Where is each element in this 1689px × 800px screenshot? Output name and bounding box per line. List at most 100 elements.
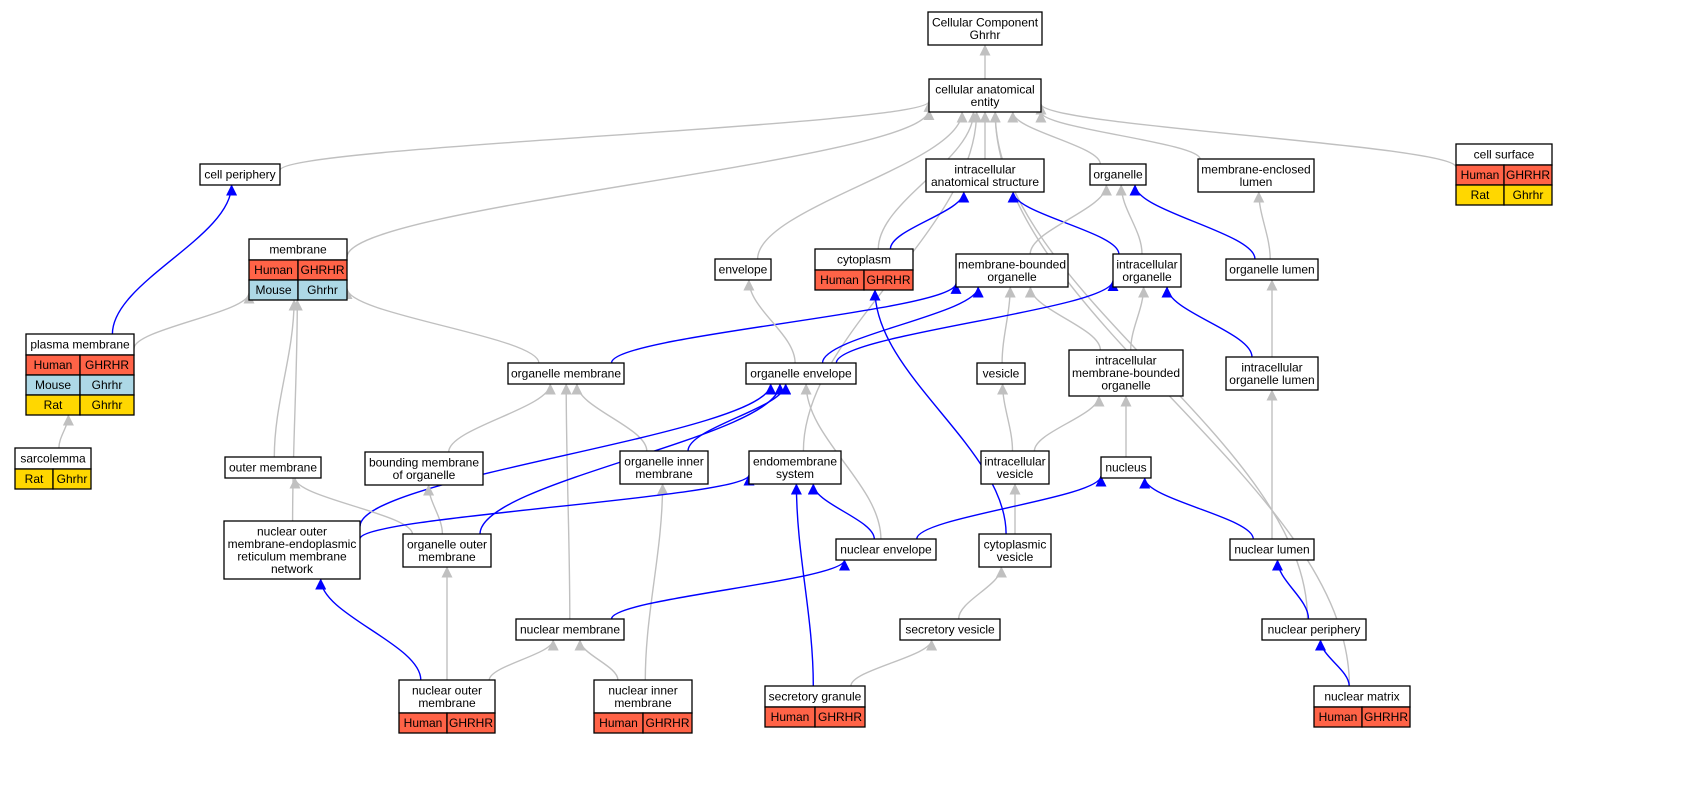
node-label-line: intracellular xyxy=(984,454,1045,468)
edge-nomer-to-endo xyxy=(359,474,755,540)
rat-gene-cell xyxy=(79,394,135,416)
node-label-line: organelle lumen xyxy=(1229,263,1314,277)
node-label-line: organelle membrane xyxy=(511,367,621,381)
node-organelle-membrane[interactable]: organelle membrane xyxy=(507,362,625,385)
edge-nom-to-nomer xyxy=(315,578,422,681)
edge-io-to-organelle xyxy=(1115,184,1143,255)
node-envelope[interactable]: envelope xyxy=(714,258,772,281)
edge-ne-to-oe xyxy=(800,383,882,540)
node-label-line: organelle xyxy=(987,270,1037,284)
edge-nl-to-nucleus xyxy=(1139,477,1254,540)
organism-label: Human xyxy=(599,716,638,730)
node-label-line: vesicle xyxy=(997,467,1034,481)
edge-envelope-to-cae xyxy=(756,111,968,260)
gene-symbol-label: Ghrhr xyxy=(92,398,123,412)
node-label-line: membrane-enclosed xyxy=(1201,162,1310,176)
node-label-line: membrane xyxy=(418,550,476,564)
edge-oom-to-bmo xyxy=(423,484,444,535)
node-cell-periphery[interactable]: cell periphery xyxy=(199,163,281,186)
edge-imbo-to-io xyxy=(1130,286,1150,351)
edge-nomer-to-oe xyxy=(359,383,777,527)
node-nuclear-periphery[interactable]: nuclear periphery xyxy=(1261,618,1367,641)
node-label-line: anatomical structure xyxy=(931,175,1039,189)
node-label-line: secretory vesicle xyxy=(905,623,995,637)
mouse-gene-cell xyxy=(297,279,348,301)
organism-label: Human xyxy=(1461,168,1500,182)
gene-symbol-label: GHRHR xyxy=(85,358,129,372)
gene-symbol-label: GHRHR xyxy=(818,710,862,724)
edge-organelle-to-cae xyxy=(1007,111,1101,165)
edge-outermem-to-membrane xyxy=(273,299,300,458)
human-gene-cell xyxy=(1361,706,1411,728)
edge-cv-to-cytoplasm xyxy=(869,289,1007,535)
edge-ne-to-nucleus xyxy=(916,475,1107,540)
organism-label: Human xyxy=(254,263,293,277)
node-label-line: nuclear envelope xyxy=(840,543,932,557)
edge-imbo-to-mbo xyxy=(1024,286,1102,351)
node-label-line: organelle lumen xyxy=(1229,373,1314,387)
edge-mel-to-cae xyxy=(1035,111,1201,160)
node-label-line: cytoplasm xyxy=(837,253,891,267)
node-organelle-envelope[interactable]: organelle envelope xyxy=(745,362,857,385)
node-nuclear-outer-membrane-endoplasmic-reticulum-membrane-network[interactable]: nuclear outermembrane-endoplasmicreticul… xyxy=(223,520,361,580)
node-label-line: membrane xyxy=(269,243,327,257)
edge-iv-to-vesicle xyxy=(997,383,1014,452)
edge-mbo-to-organelle xyxy=(1029,184,1112,255)
node-secretory-vesicle[interactable]: secretory vesicle xyxy=(899,618,1001,641)
organism-label: Rat xyxy=(44,398,63,412)
node-label-line: organelle envelope xyxy=(750,367,852,381)
node-outer-membrane[interactable]: outer membrane xyxy=(224,456,322,479)
human-gene-cell xyxy=(642,712,693,734)
edge-pm-to-cellperiph xyxy=(111,184,238,335)
node-organelle-lumen[interactable]: organelle lumen xyxy=(1225,258,1319,281)
node-label-line: membrane-bounded xyxy=(958,257,1066,271)
node-label-line: lumen xyxy=(1240,175,1273,189)
node-organelle[interactable]: organelle xyxy=(1089,163,1147,186)
edge-membrane-to-cae xyxy=(346,109,935,258)
node-nuclear-membrane[interactable]: nuclear membrane xyxy=(515,618,625,641)
organism-label: Human xyxy=(34,358,73,372)
node-label-line: entity xyxy=(971,95,1000,109)
node-label-line: cell periphery xyxy=(204,168,275,182)
node-label-line: cytoplasmic xyxy=(984,537,1047,551)
edge-sg-to-sv xyxy=(850,639,938,687)
node-nuclear-lumen[interactable]: nuclear lumen xyxy=(1229,538,1315,561)
edge-nim-to-nm xyxy=(574,639,619,681)
node-nucleus[interactable]: nucleus xyxy=(1100,456,1152,479)
node-label-line: nuclear matrix xyxy=(1324,690,1399,704)
organism-label: Human xyxy=(771,710,810,724)
gene-symbol-label: Ghrhr xyxy=(57,472,88,486)
node-label-line: sarcolemma xyxy=(20,452,86,466)
node-label-line: nuclear membrane xyxy=(520,623,620,637)
node-nuclear-envelope[interactable]: nuclear envelope xyxy=(835,538,937,561)
organism-label: Mouse xyxy=(35,378,71,392)
edge-nmatrix-to-cae xyxy=(989,111,1351,687)
human-gene-cell xyxy=(863,269,914,291)
node-vesicle[interactable]: vesicle xyxy=(976,362,1026,385)
human-gene-cell xyxy=(814,706,866,728)
